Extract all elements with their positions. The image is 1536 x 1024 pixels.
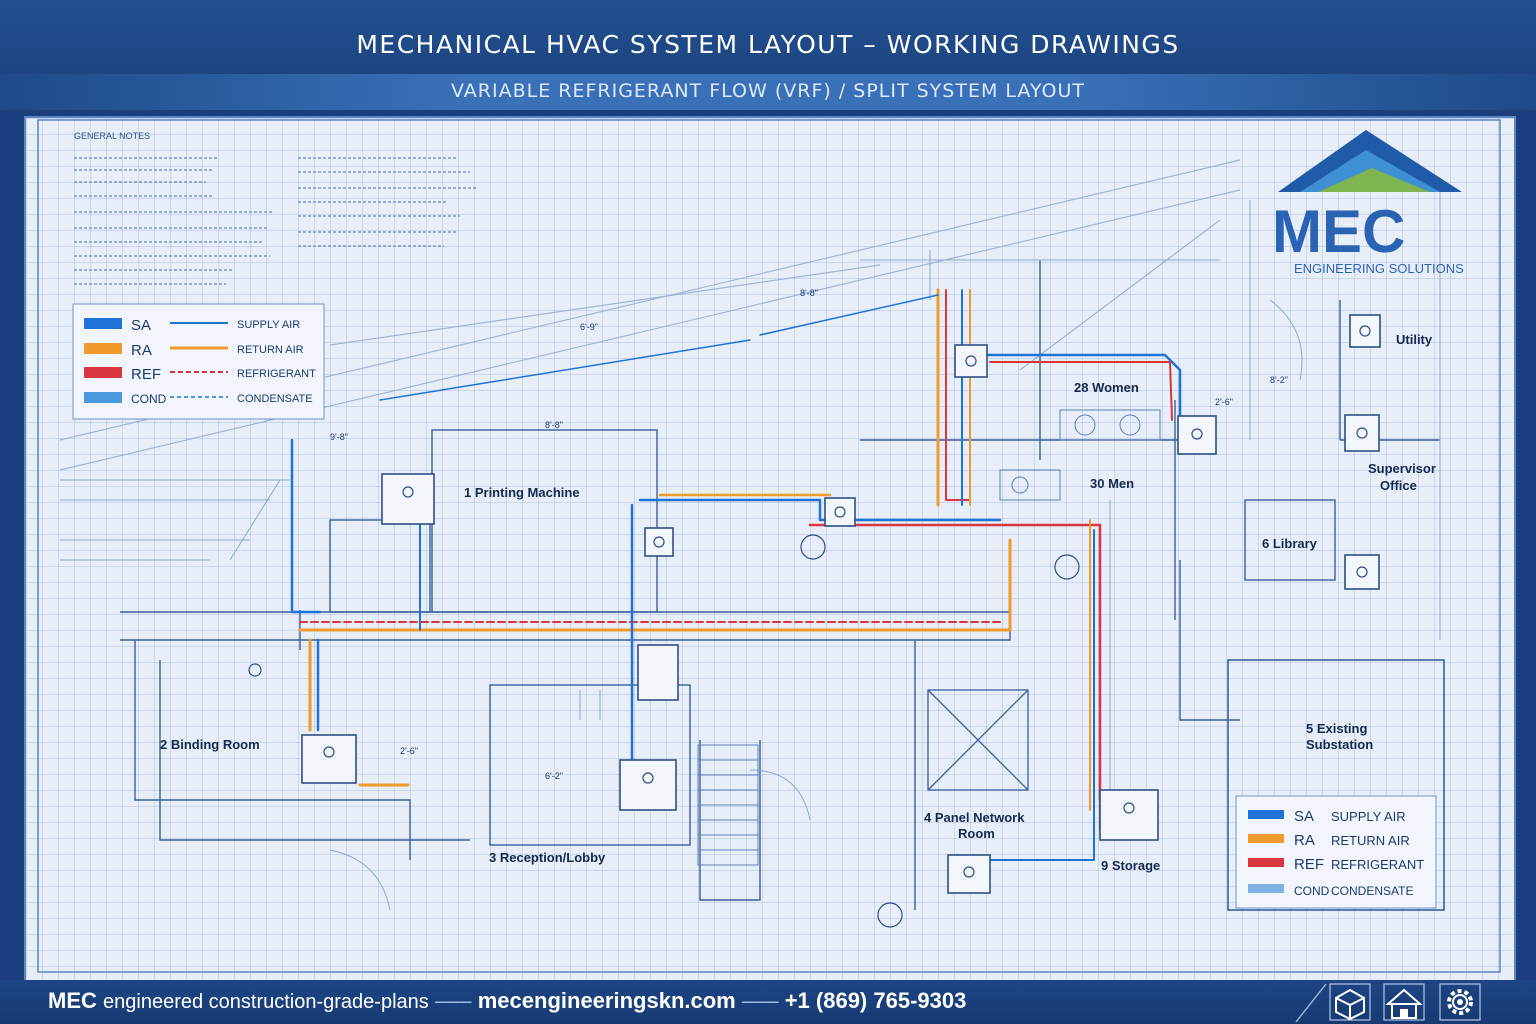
- footer-brand: MEC: [48, 988, 97, 1013]
- ductwork: [290, 288, 1182, 861]
- room-label-printing: 1 Printing Machine: [464, 485, 580, 500]
- legend-bottom: SA RA REF COND SUPPLY AIR RETURN AIR REF…: [1235, 795, 1437, 909]
- elevator-shaft: [927, 689, 1029, 791]
- stair: [697, 744, 759, 866]
- page-title: MECHANICAL HVAC SYSTEM LAYOUT – WORKING …: [356, 30, 1180, 59]
- legend-bottom-label-ref: REFRIGERANT: [1331, 857, 1424, 872]
- legend-bottom-code-ra: RA: [1294, 832, 1315, 849]
- unit-utility: [1349, 314, 1381, 348]
- legend-label-sa: SUPPLY AIR: [237, 319, 300, 331]
- room-label-panel-1: 4 Panel Network: [924, 810, 1025, 825]
- unit-panel-room: [947, 854, 991, 894]
- page-subtitle: VARIABLE REFRIGERANT FLOW (VRF) / SPLIT …: [451, 80, 1085, 102]
- footer-tagline: engineered construction-grade-plans: [103, 991, 429, 1013]
- unit-library: [1344, 554, 1380, 590]
- footer-contact: MEC engineered construction-grade-plans …: [48, 988, 966, 1014]
- room-label-substation-2: Substation: [1306, 737, 1373, 752]
- room-label-supervisor-1: Supervisor: [1368, 461, 1436, 476]
- dim-text: 2'-6": [400, 746, 418, 756]
- unit-binding: [301, 734, 357, 784]
- footer-bar: [0, 980, 1536, 1024]
- footer-phone[interactable]: +1 (869) 765-9303: [784, 988, 967, 1013]
- room-label-binding: 2 Binding Room: [160, 737, 260, 752]
- room-label-women: 28 Women: [1074, 380, 1139, 395]
- legend-code-ra: RA: [131, 342, 152, 359]
- dim-text: 9'-8": [330, 432, 348, 442]
- mec-logo: MEC ENGINEERING SOLUTIONS: [1272, 130, 1464, 276]
- room-label-men: 30 Men: [1090, 476, 1134, 491]
- unit-lobby-riser: [637, 644, 679, 701]
- legend-bottom-label-sa: SUPPLY AIR: [1331, 809, 1406, 824]
- dim-text: 8'-2": [1270, 375, 1288, 385]
- legend-bottom-code-ref: REF: [1294, 856, 1324, 873]
- dim-text: 8'-8": [545, 420, 563, 430]
- unit-central: [954, 344, 988, 378]
- cube-icon[interactable]: [1329, 983, 1371, 1021]
- unit-men: [824, 497, 856, 527]
- footer-separator: –––: [741, 988, 779, 1013]
- dim-text: 2'-6": [1215, 397, 1233, 407]
- hvac-units: [301, 314, 1381, 894]
- legend-code-cond: COND: [131, 392, 167, 406]
- dim-text: 8'-8": [800, 288, 818, 298]
- subtitle-band: [0, 74, 1536, 110]
- footer-website[interactable]: mecengineeringskn.com: [477, 988, 736, 1013]
- room-label-library: 6 Library: [1262, 536, 1318, 551]
- substation-enclosure: [1227, 659, 1445, 911]
- room-label-panel-2: Room: [958, 826, 995, 841]
- unit-women: [1177, 415, 1217, 455]
- notes-heading: GENERAL NOTES: [74, 131, 150, 141]
- dim-text: 6'-2": [545, 771, 563, 781]
- footer-separator: –––: [434, 988, 472, 1013]
- legend-code-ref: REF: [131, 366, 161, 383]
- gear-icon[interactable]: [1439, 983, 1481, 1021]
- home-icon[interactable]: [1383, 983, 1425, 1021]
- legend-label-ref: REFRIGERANT: [237, 368, 316, 380]
- legend-bottom-code-sa: SA: [1294, 808, 1314, 825]
- general-notes: GENERAL NOTES: [74, 131, 476, 285]
- legend-label-ra: RETURN AIR: [237, 344, 304, 356]
- unit-reception: [619, 759, 677, 811]
- unit-corridor: [644, 527, 674, 557]
- room-label-supervisor-2: Office: [1380, 478, 1417, 493]
- room-label-storage: 9 Storage: [1101, 858, 1160, 873]
- legend-bottom-code-cond: COND: [1294, 884, 1330, 898]
- legend-label-cond: CONDENSATE: [237, 393, 313, 405]
- room-label-utility: Utility: [1396, 332, 1433, 347]
- unit-storage: [1099, 789, 1159, 841]
- dim-text: 6'-9": [580, 322, 598, 332]
- logo-name: MEC: [1272, 198, 1405, 265]
- logo-tagline: ENGINEERING SOLUTIONS: [1294, 261, 1464, 276]
- legend-bottom-label-cond: CONDENSATE: [1331, 884, 1413, 898]
- unit-supervisor: [1344, 414, 1380, 452]
- unit-printing: [381, 473, 435, 525]
- room-label-reception: 3 Reception/Lobby: [489, 850, 606, 865]
- room-label-substation-1: 5 Existing: [1306, 721, 1367, 736]
- footer-icons: [1295, 983, 1481, 1023]
- legend-top: SA RA REF COND SUPPLY AIR RETURN AIR REF…: [72, 303, 325, 420]
- legend-code-sa: SA: [131, 317, 151, 334]
- legend-bottom-label-ra: RETURN AIR: [1331, 833, 1410, 848]
